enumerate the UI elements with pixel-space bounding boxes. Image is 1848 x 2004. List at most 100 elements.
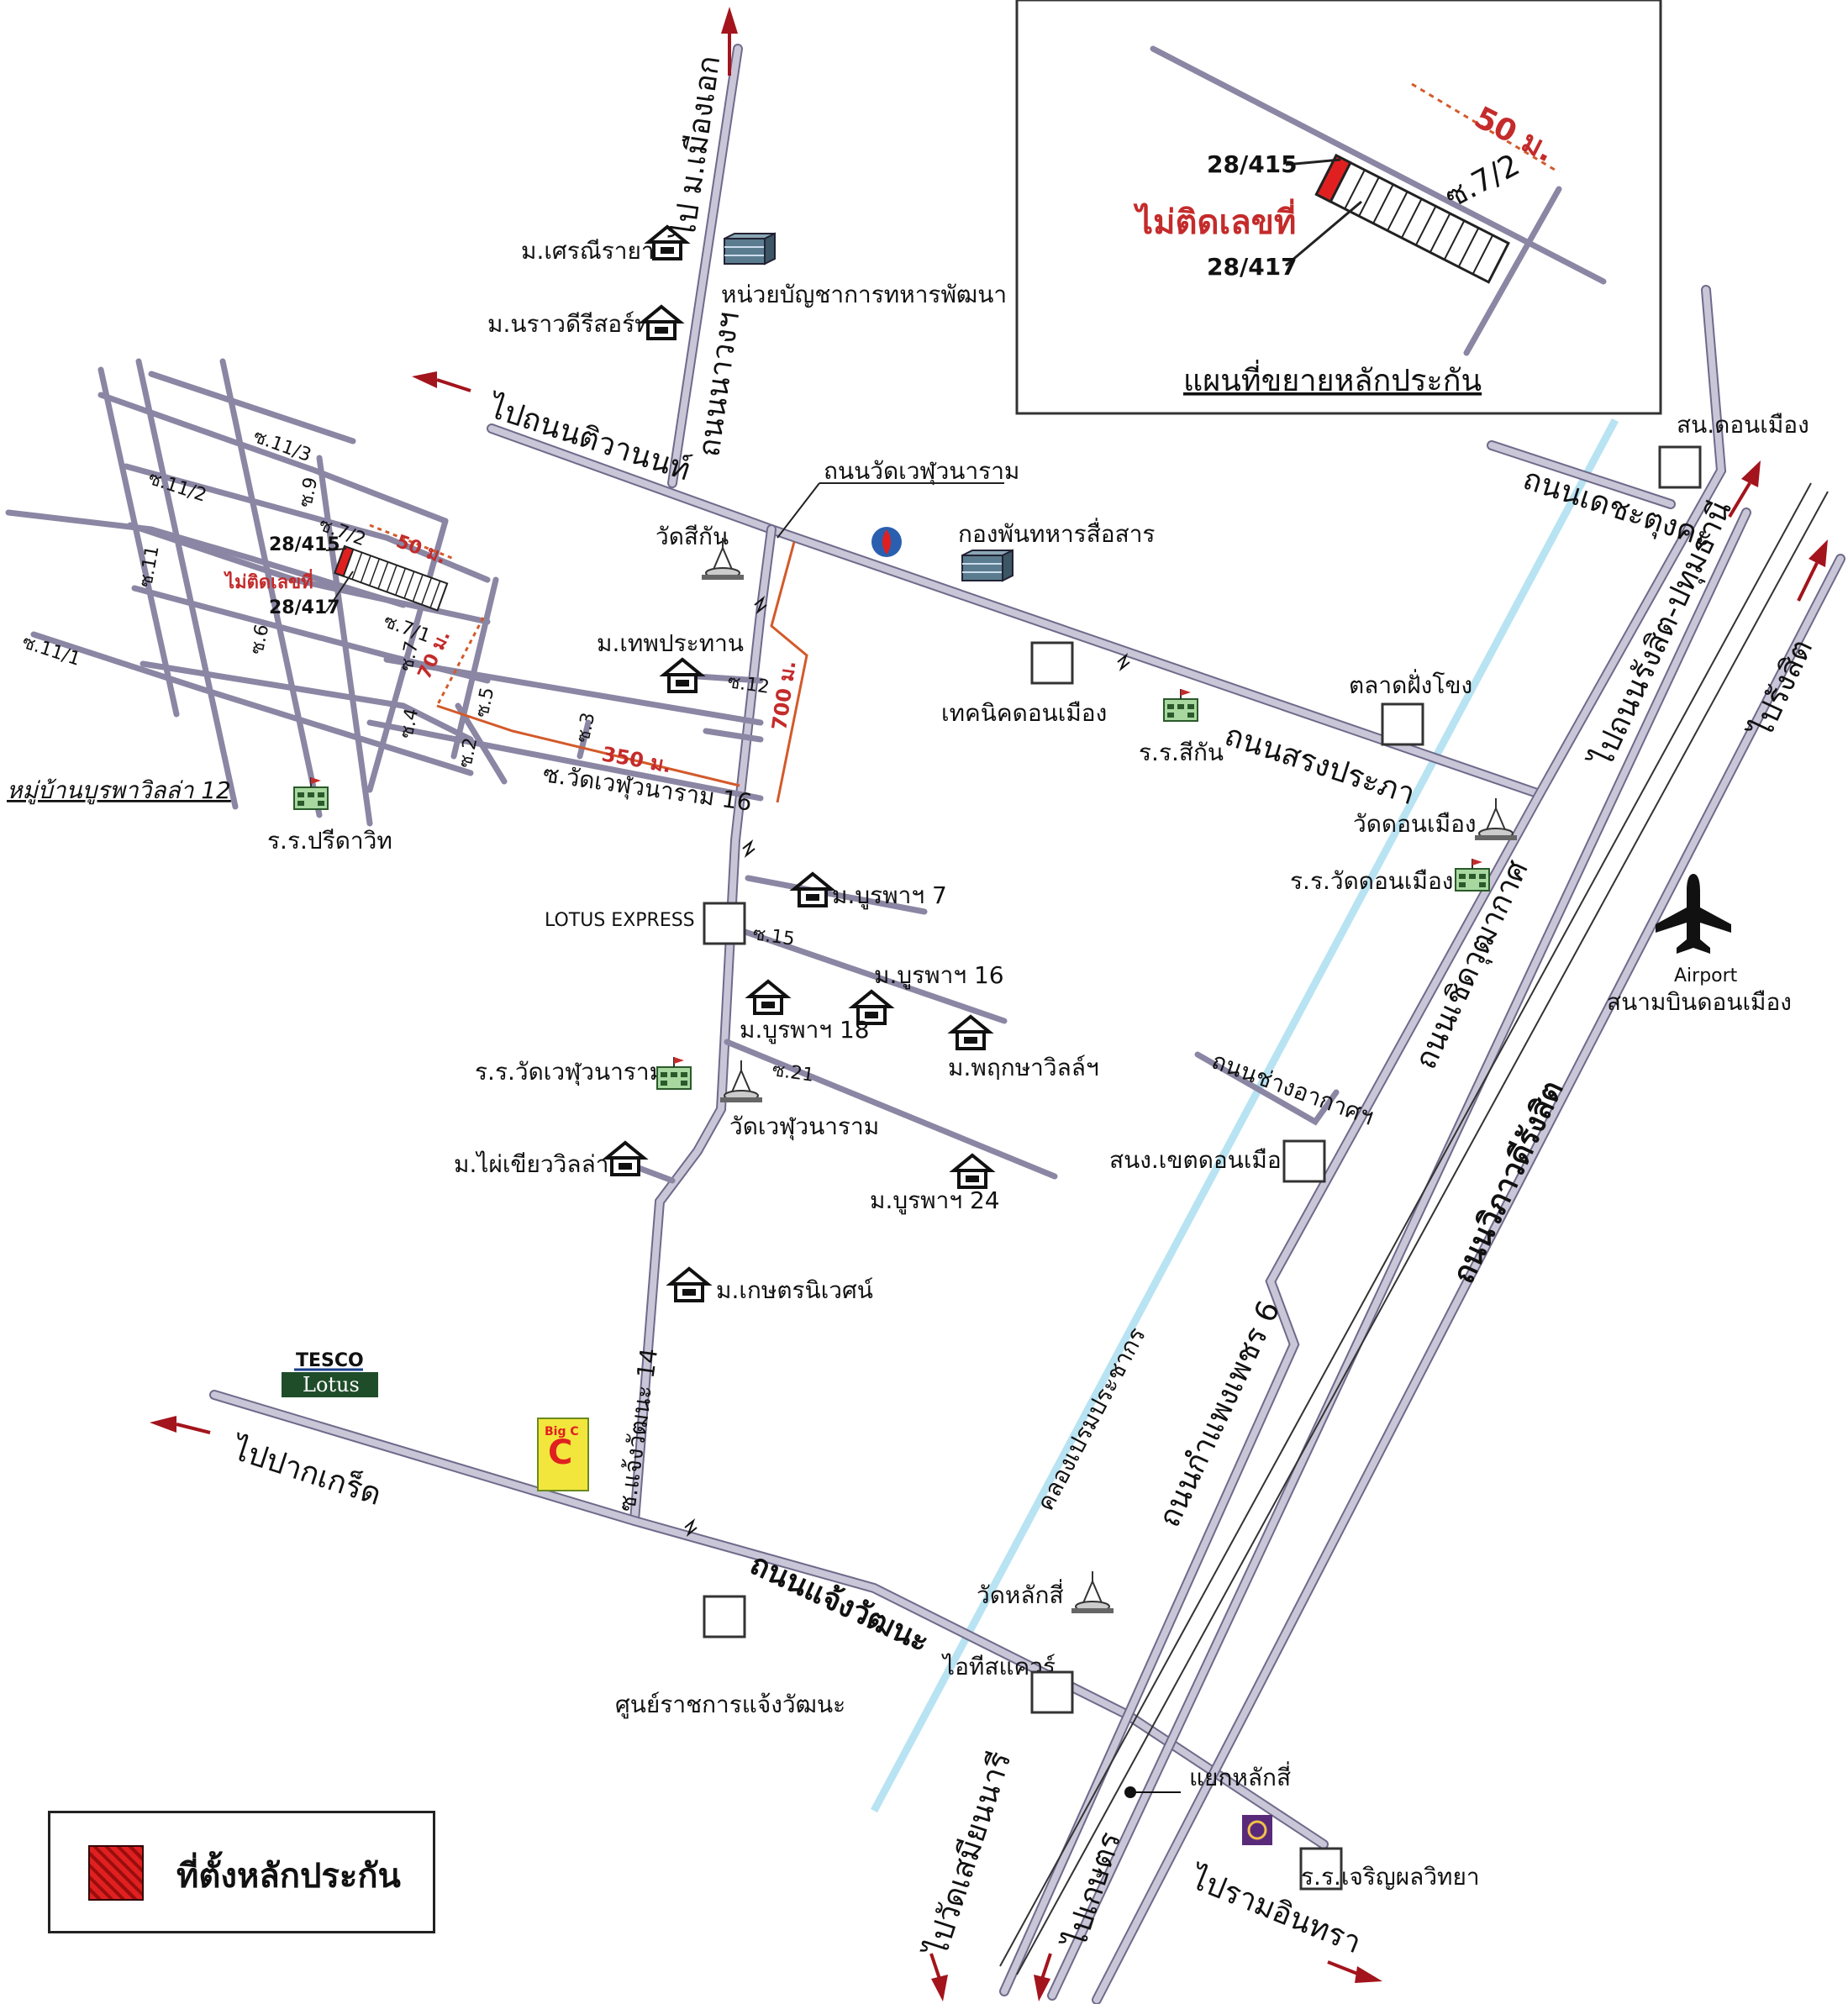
place-m-phai-label: ม.ไผ่เขียววิลล่า xyxy=(454,1150,608,1178)
square-icon xyxy=(1381,702,1424,746)
place-m-burapha24-label: ม.บูรพาฯ 24 xyxy=(870,1186,1000,1215)
soi-11-2-label: ซ.11/2 xyxy=(145,468,209,507)
inset-map: 28/415 ไม่ติดเลขที่ 28/417 50 ม. ซ.7/2 แ… xyxy=(1015,0,1662,415)
soi-burapha-road xyxy=(732,925,1008,1024)
temple-icon xyxy=(1071,1570,1114,1614)
soi-4-label: ซ.4 xyxy=(396,707,423,740)
airplane-icon xyxy=(1656,874,1731,954)
prem-prachakorn-canal xyxy=(871,418,1619,1813)
detail-dimension-700: 700 ม. xyxy=(767,659,800,731)
place-village-label: หมู่บ้านบูรพาวิลล่า 12 xyxy=(7,776,231,805)
school-icon xyxy=(1455,858,1490,892)
place-m-thep-label: ม.เทพประทาน xyxy=(597,629,744,657)
direction-wat-samian: ไปวัดเสมียนนารี xyxy=(919,1748,1019,1963)
legend: ที่ตั้งหลักประกัน xyxy=(48,1811,435,1933)
soi-15-road xyxy=(745,875,928,915)
place-m-burapha18-label: ม.บูรพาฯ 18 xyxy=(740,1016,870,1044)
bank-logo-icon xyxy=(1242,1815,1272,1845)
place-m-pruksa-label: ม.พฤกษาวิลล์ฯ xyxy=(948,1054,1099,1081)
road-soi-chaeng-14-label: ซ.แจ้งวัฒนะ 14 xyxy=(613,1347,663,1513)
place-lotus-express-label: LOTUS EXPRESS xyxy=(545,910,695,931)
square-icon xyxy=(1030,1670,1074,1714)
place-airport-th-label: สนามบินดอนเมือง xyxy=(1607,988,1792,1016)
soi-5-label: ซ.5 xyxy=(471,686,498,719)
canal-label: คลองเปรมประชากร xyxy=(1031,1323,1151,1515)
place-wat-si-kan-label: วัดสีกัน xyxy=(655,523,729,550)
inset-label-417: 28/417 xyxy=(1207,253,1298,281)
place-school-pre-label: ร.ร.ปรีดาวิท xyxy=(267,827,392,855)
place-airport-en-label: Airport xyxy=(1674,965,1738,986)
place-school-sikan-label: ร.ร.สีกัน xyxy=(1139,739,1224,766)
place-tech-donmueang-label: เทคนิคดอนเมือง xyxy=(941,699,1107,727)
svg-text:Lotus: Lotus xyxy=(303,1373,360,1396)
square-icon xyxy=(703,1595,746,1638)
square-icon xyxy=(1030,641,1074,685)
house-icon xyxy=(952,1154,992,1189)
legend-label: ที่ตั้งหลักประกัน xyxy=(176,1857,401,1896)
road-chang-akat-label: ถนนช่างอากาศฯ xyxy=(1208,1047,1377,1131)
arrow-west-tiwanon xyxy=(412,371,471,392)
arrow-north xyxy=(721,7,738,76)
soi-12-label: ซ.12 xyxy=(726,671,771,698)
inset-cross-road xyxy=(1463,186,1562,356)
inset-plot-strip xyxy=(1314,153,1510,284)
place-school-charoen-label: ร.ร.เจริญผลวิทยา xyxy=(1301,1863,1480,1891)
arrow-north-pathum xyxy=(1728,460,1761,518)
detail-label-no-number: ไม่ติดเลขที่ xyxy=(224,568,313,593)
chang-akat-road xyxy=(1194,1051,1340,1126)
place-gov-center-label: ศูนย์ราชการแจ้งวัฒนะ xyxy=(615,1691,845,1719)
inset-dimension-line xyxy=(1411,82,1560,174)
place-lak-si-junction-label: แยกหลักสี่ xyxy=(1189,1761,1291,1791)
detail-collateral-plot xyxy=(334,544,355,577)
school-icon xyxy=(1163,688,1198,722)
place-wat-wephu-label: วัดเวฬุวนาราม xyxy=(729,1112,879,1141)
house-icon xyxy=(605,1141,645,1176)
arrow-southeast-ram-inthra xyxy=(1327,1960,1382,1983)
detail-label-415: 28/415 xyxy=(269,534,340,555)
place-wat-lak-si-label: วัดหลักสี่ xyxy=(977,1579,1064,1609)
building-icon xyxy=(724,233,776,265)
place-wat-don-mueang-label: วัดดอนเมือง xyxy=(1353,810,1477,838)
detail-label-417: 28/417 xyxy=(269,597,340,618)
detail-plot-strip xyxy=(334,544,449,612)
school-icon xyxy=(293,776,329,810)
place-m-burapha7-label: ม.บูรพาฯ 7 xyxy=(832,881,947,910)
svg-text:TESCO: TESCO xyxy=(296,1350,364,1371)
house-icon xyxy=(748,980,788,1015)
bigc-logo: C Big C xyxy=(537,1418,589,1491)
village-street-grid xyxy=(5,358,764,827)
square-icon xyxy=(703,902,746,945)
place-m-kaset-label: ม.เกษตรนิเวศน์ xyxy=(716,1276,873,1304)
place-talat-fang-label: ตลาดฝั่งโขง xyxy=(1349,669,1472,699)
inset-title: แผนที่ขยายหลักประกัน xyxy=(1183,360,1482,398)
soi-21-road xyxy=(724,1039,1058,1180)
house-icon xyxy=(792,872,833,907)
direction-rangsit: ไปรังสิต xyxy=(1743,634,1819,744)
soi-15-label: ซ.15 xyxy=(751,923,796,950)
house-icon xyxy=(669,1267,709,1302)
square-icon xyxy=(1658,445,1702,489)
inset-label-no-number: ไม่ติดเลขที่ xyxy=(1133,198,1296,242)
place-school-wat-dm-label: ร.ร.วัดดอนเมือง xyxy=(1290,867,1453,895)
svg-text:C: C xyxy=(548,1433,572,1472)
place-signal-battalion-label: กองพันทหารสื่อสาร xyxy=(958,518,1155,548)
railway xyxy=(999,482,1829,1975)
soi-21-label: ซ.21 xyxy=(771,1060,815,1086)
place-m-sreeraya-label: ม.เศรณีรายา xyxy=(521,237,655,265)
soi-9-label: ซ.9 xyxy=(295,476,322,509)
temple-icon xyxy=(1474,797,1518,841)
place-school-wat-wephu-label: ร.ร.วัดเวฬุวนาราม xyxy=(475,1058,665,1086)
square-icon xyxy=(1282,1139,1326,1183)
tesco-lotus-logo: TESCO Lotus xyxy=(282,1350,378,1397)
place-army-unit-label: หน่วยบัญชาการทหารพัฒนา xyxy=(721,281,1007,308)
house-icon xyxy=(662,658,703,693)
soi-6-label: ซ.6 xyxy=(246,623,273,656)
arrow-northeast-rangsit xyxy=(1797,539,1828,602)
arrow-west-pakkret xyxy=(150,1416,211,1434)
soi-12-road xyxy=(694,673,764,684)
arrow-south-kaset xyxy=(1034,1953,1052,2001)
svg-text:Big C: Big C xyxy=(545,1425,579,1439)
road-break-marks xyxy=(684,595,1130,1538)
place-m-burapha16-label: ม.บูรพาฯ 16 xyxy=(874,961,1004,990)
